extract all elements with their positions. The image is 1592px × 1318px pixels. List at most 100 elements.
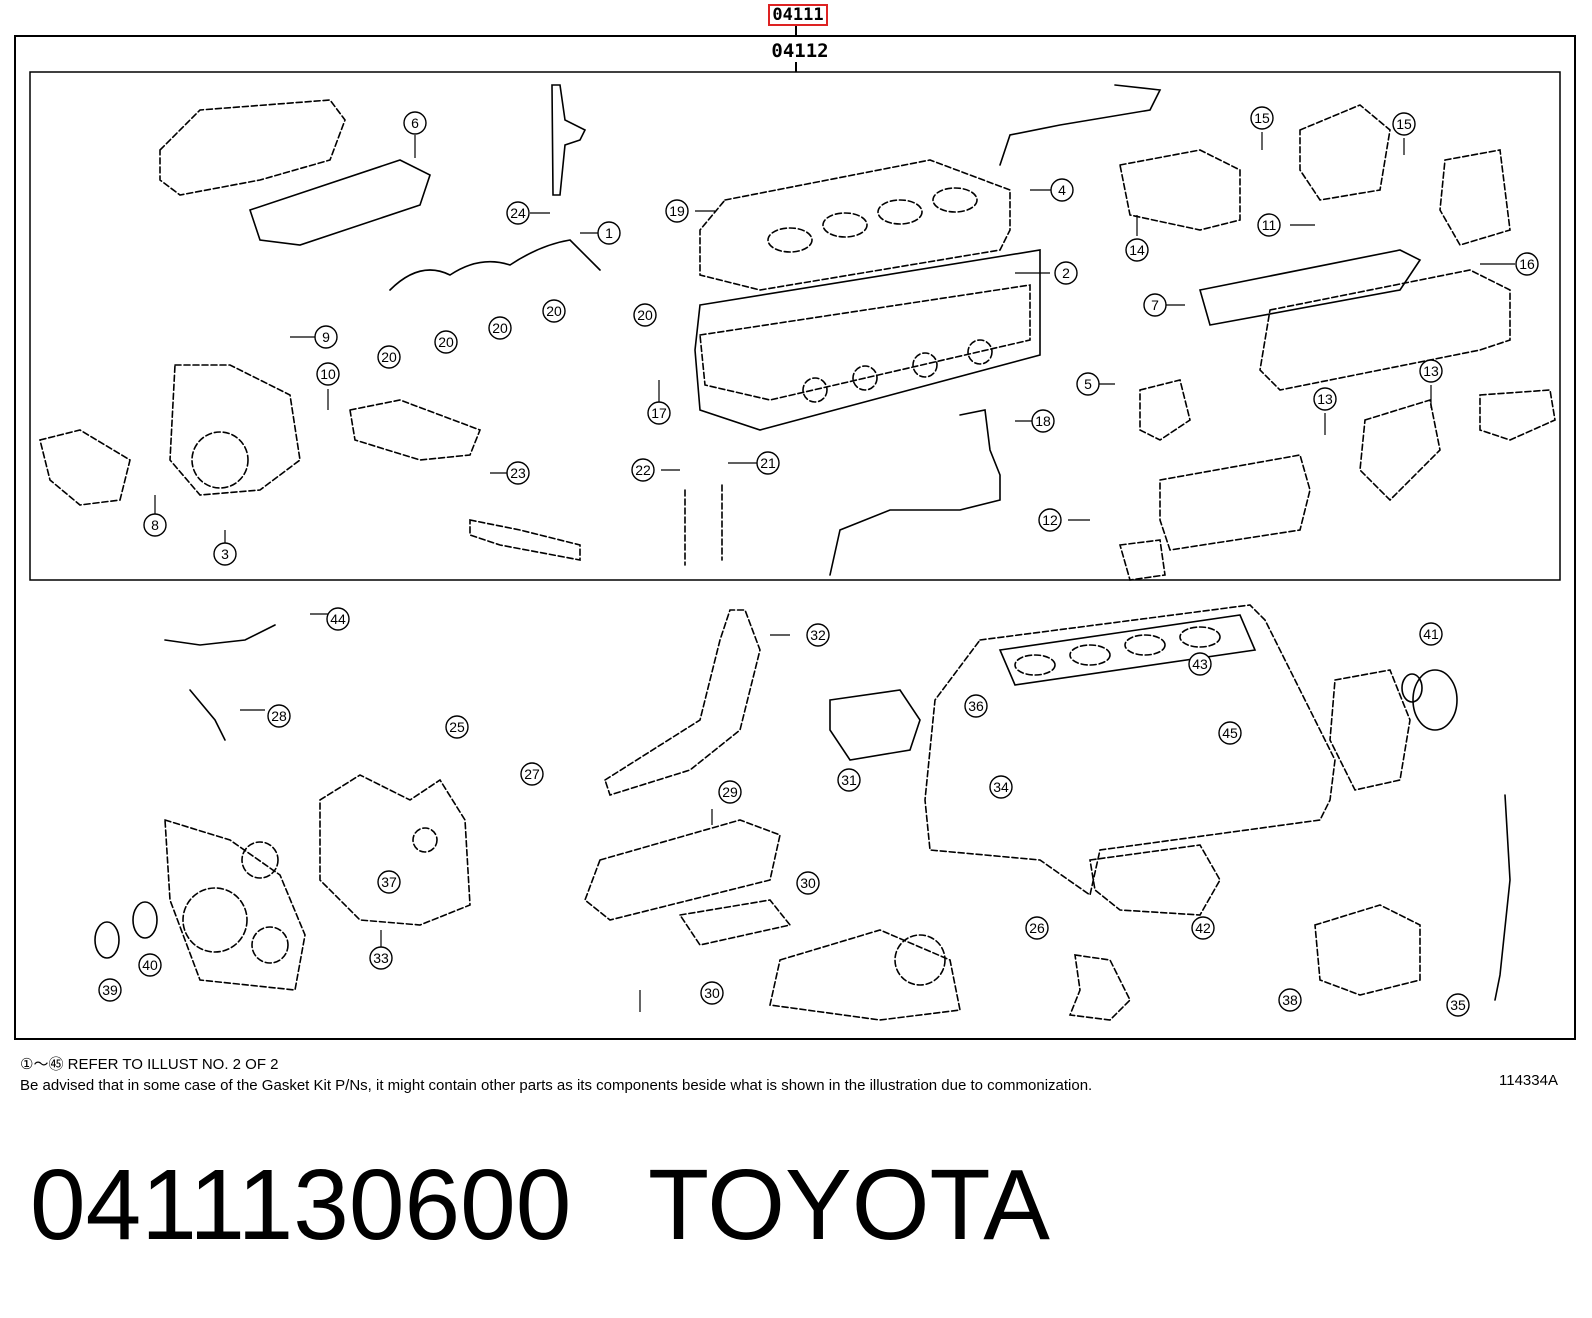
callout-15b: 15	[1392, 112, 1416, 136]
svg-text:17: 17	[651, 405, 667, 421]
svg-text:4: 4	[1058, 182, 1066, 198]
svg-text:24: 24	[510, 205, 526, 221]
callout-19: 19	[665, 199, 689, 223]
callout-26: 26	[1025, 916, 1049, 940]
svg-text:13: 13	[1317, 391, 1333, 407]
svg-text:20: 20	[438, 334, 454, 350]
svg-text:23: 23	[510, 465, 526, 481]
svg-text:33: 33	[373, 950, 389, 966]
callout-18: 18	[1031, 409, 1055, 433]
inner-frame	[29, 71, 1561, 581]
svg-text:19: 19	[669, 203, 685, 219]
svg-text:27: 27	[524, 766, 540, 782]
callout-40: 40	[138, 953, 162, 977]
callout-20c: 20	[488, 316, 512, 340]
assembly-code-highlight[interactable]: 04111	[768, 4, 828, 26]
svg-text:37: 37	[381, 874, 397, 890]
svg-text:12: 12	[1042, 512, 1058, 528]
callout-39: 39	[98, 978, 122, 1002]
callout-5: 5	[1076, 372, 1100, 396]
svg-text:3: 3	[221, 546, 229, 562]
callout-17: 17	[647, 401, 671, 425]
callout-43: 43	[1188, 652, 1212, 676]
callout-10: 10	[316, 362, 340, 386]
svg-text:28: 28	[271, 708, 287, 724]
svg-text:43: 43	[1192, 656, 1208, 672]
callout-25: 25	[445, 715, 469, 739]
svg-text:14: 14	[1129, 242, 1145, 258]
svg-text:20: 20	[492, 320, 508, 336]
callout-15a: 15	[1250, 106, 1274, 130]
callout-29: 29	[718, 780, 742, 804]
sub-assembly-code: 04112	[771, 40, 829, 62]
svg-text:6: 6	[411, 115, 419, 131]
svg-text:41: 41	[1423, 626, 1439, 642]
svg-text:15: 15	[1254, 110, 1270, 126]
callout-13b: 13	[1419, 359, 1443, 383]
callout-20b: 20	[434, 330, 458, 354]
svg-text:34: 34	[993, 779, 1009, 795]
svg-text:21: 21	[760, 455, 776, 471]
callout-32: 32	[806, 623, 830, 647]
svg-text:18: 18	[1035, 413, 1051, 429]
callout-24: 24	[506, 201, 530, 225]
callout-2: 2	[1054, 261, 1078, 285]
callout-8: 8	[143, 513, 167, 537]
callout-11: 11	[1257, 213, 1281, 237]
svg-text:5: 5	[1084, 376, 1092, 392]
svg-text:39: 39	[102, 982, 118, 998]
svg-text:25: 25	[449, 719, 465, 735]
callout-30a: 30	[796, 871, 820, 895]
svg-text:26: 26	[1029, 920, 1045, 936]
svg-text:11: 11	[1262, 217, 1277, 233]
callout-leaders	[154, 132, 1515, 1012]
callout-6: 6	[403, 111, 427, 135]
svg-text:35: 35	[1450, 997, 1466, 1013]
callout-7: 7	[1143, 293, 1167, 317]
svg-text:22: 22	[635, 462, 651, 478]
svg-text:30: 30	[704, 985, 720, 1001]
callout-45: 45	[1218, 721, 1242, 745]
svg-text:38: 38	[1282, 992, 1298, 1008]
callout-30b: 30	[700, 981, 724, 1005]
callout-33: 33	[369, 946, 393, 970]
callout-20d: 20	[542, 299, 566, 323]
callout-22: 22	[631, 458, 655, 482]
svg-text:29: 29	[722, 784, 738, 800]
svg-text:7: 7	[1151, 297, 1159, 313]
callout-36: 36	[964, 694, 988, 718]
svg-text:44: 44	[330, 611, 346, 627]
callout-42: 42	[1191, 916, 1215, 940]
callout-3: 3	[213, 542, 237, 566]
svg-text:42: 42	[1195, 920, 1211, 936]
svg-text:2: 2	[1062, 265, 1070, 281]
svg-text:20: 20	[637, 307, 653, 323]
callout-1: 1	[597, 221, 621, 245]
callout-28: 28	[267, 704, 291, 728]
svg-text:1: 1	[605, 225, 613, 241]
svg-text:8: 8	[151, 517, 159, 533]
svg-text:32: 32	[810, 627, 826, 643]
callout-21: 21	[756, 451, 780, 475]
svg-text:31: 31	[841, 772, 857, 788]
svg-text:40: 40	[142, 957, 158, 973]
svg-text:36: 36	[968, 698, 984, 714]
callout-27: 27	[520, 762, 544, 786]
callout-20e: 20	[633, 303, 657, 327]
callout-13a: 13	[1313, 387, 1337, 411]
range-note: ①～㊺ REFER TO ILLUST NO. 2 OF 2	[20, 1056, 279, 1073]
callout-20a: 20	[377, 345, 401, 369]
callout-23: 23	[506, 461, 530, 485]
callout-markers: 6 24 1 19 2 4 14 15 15 11 16 7 9 10 20 2…	[98, 106, 1539, 1017]
svg-text:10: 10	[320, 366, 336, 382]
callout-44: 44	[326, 607, 350, 631]
advisory-note: Be advised that in some case of the Gask…	[20, 1077, 1093, 1094]
callout-35: 35	[1446, 993, 1470, 1017]
callout-14: 14	[1125, 238, 1149, 262]
callout-37: 37	[377, 870, 401, 894]
svg-text:20: 20	[381, 349, 397, 365]
brand-caption: TOYOTA	[648, 1149, 1050, 1261]
callout-31: 31	[837, 768, 861, 792]
callout-4: 4	[1050, 178, 1074, 202]
